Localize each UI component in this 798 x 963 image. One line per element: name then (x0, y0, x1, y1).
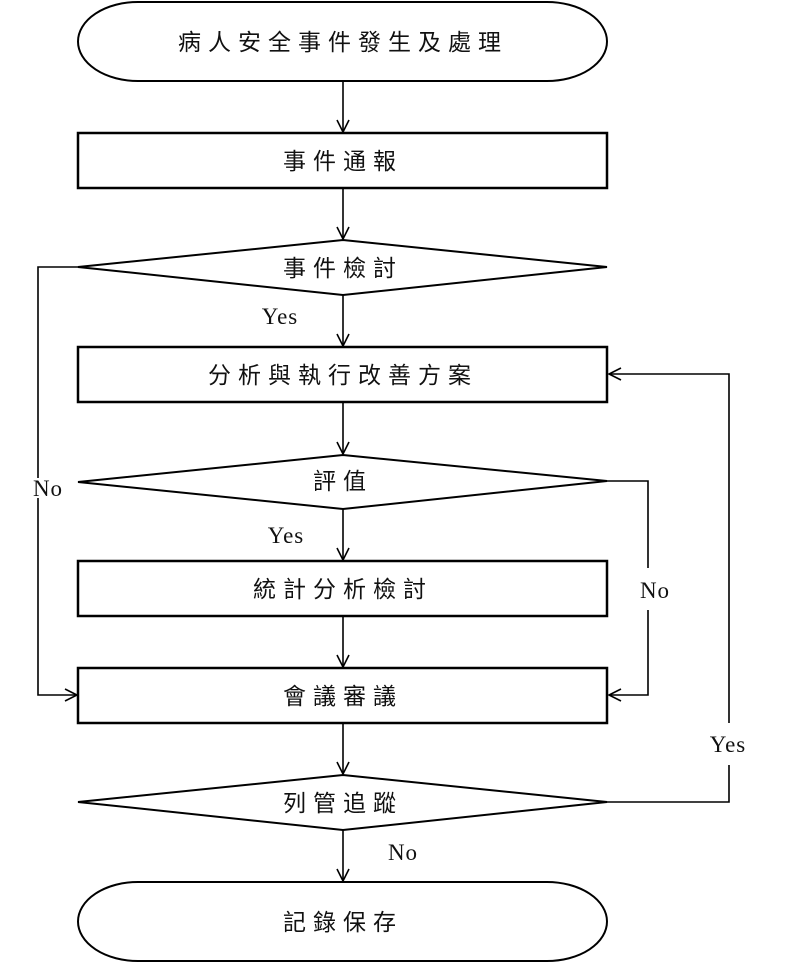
end-terminal-shape (77, 881, 608, 962)
tracking-decision-label: 列管追蹤 (283, 791, 403, 817)
node-meeting: 會議審議 (76, 666, 609, 725)
meeting-process-box (76, 666, 609, 725)
report-process-label: 事件通報 (283, 149, 403, 175)
analyze-process-box (76, 345, 609, 404)
edge-label-evaluate-yes: Yes (268, 523, 304, 548)
evaluate-decision-diamond (77, 453, 608, 511)
edge-review-no-upper (37, 266, 78, 478)
tracking-decision-diamond (77, 773, 608, 832)
edge-label-tracking-no: No (388, 840, 418, 865)
node-report: 事件通報 (76, 131, 609, 190)
review-decision-diamond (77, 238, 608, 297)
node-evaluate-decision: 評值 (77, 453, 608, 511)
review-decision-label: 事件檢討 (283, 256, 403, 282)
node-end: 記錄保存 (77, 881, 608, 962)
statistics-process-box (76, 559, 609, 618)
statistics-process-label: 統計分析檢討 (253, 577, 433, 603)
start-terminal-label: 病人安全事件發生及處理 (178, 30, 508, 56)
edge-review-no-to-meeting (37, 498, 77, 695)
edge-label-review-no: No (33, 476, 63, 501)
analyze-process-label: 分析與執行改善方案 (208, 363, 478, 389)
meeting-process-label: 會議審議 (283, 684, 403, 710)
node-tracking-decision: 列管追蹤 (77, 773, 608, 832)
edge-evaluate-no-to-meeting (609, 610, 649, 695)
edge-label-review-yes: Yes (262, 304, 298, 329)
node-review-decision: 事件檢討 (77, 238, 608, 297)
node-start: 病人安全事件發生及處理 (77, 1, 608, 82)
report-process-box (76, 131, 609, 190)
edge-tracking-yes-lower (607, 765, 730, 803)
node-analyze: 分析與執行改善方案 (76, 345, 609, 404)
edge-label-evaluate-no: No (640, 578, 670, 603)
start-terminal-shape (77, 1, 608, 82)
evaluate-decision-label: 評值 (313, 469, 373, 495)
edge-label-tracking-yes: Yes (710, 732, 746, 757)
edge-evaluate-no-upper (607, 480, 649, 568)
edge-labels: Yes No Yes No Yes No (33, 304, 746, 865)
node-statistics: 統計分析檢討 (76, 559, 609, 618)
edge-tracking-yes-to-analyze (609, 374, 730, 723)
end-terminal-label: 記錄保存 (283, 910, 403, 936)
connectors (37, 81, 730, 881)
